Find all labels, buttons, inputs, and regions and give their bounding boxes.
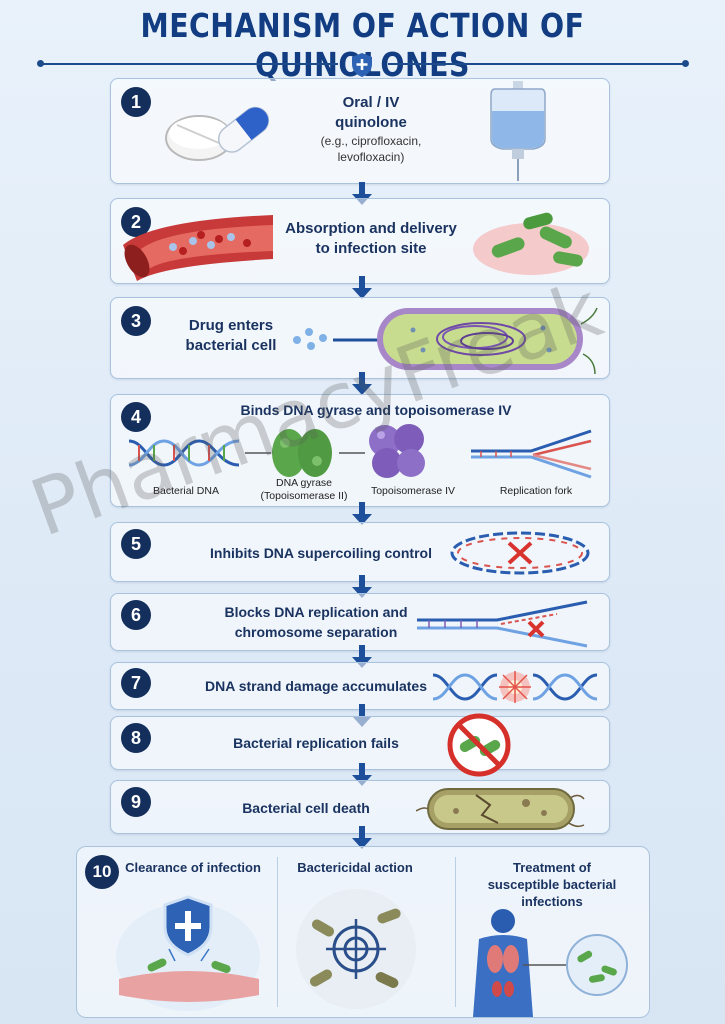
outcome-treatment-title: Treatment of susceptible bacterial infec… [477, 859, 627, 910]
outcome-treatment-line1: Treatment of [512, 860, 591, 875]
step-5-inhibits-supercoiling: 5 Inhibits DNA supercoiling control [110, 522, 610, 582]
step-4-title: Binds DNA gyrase and topoisomerase IV [240, 402, 512, 418]
step-10-outcomes: 10 Clearance of infection Bactericidal a… [76, 846, 650, 1018]
step-number: 5 [121, 529, 151, 559]
supercoiled-dna-icon [450, 531, 590, 575]
outcome-clearance-title: Clearance of infection [125, 860, 261, 875]
title-rule-dot-right [682, 60, 689, 67]
step-3-drug-enters: 3 Drug enters bacterial cell [110, 297, 610, 379]
connector-line [339, 452, 365, 454]
arrow-down-icon [352, 826, 372, 849]
blocked-replication-fork-icon [417, 600, 588, 648]
step-number: 7 [121, 668, 151, 698]
arrow-down-icon [352, 502, 372, 525]
arrow-down-icon [352, 575, 372, 598]
step-7-title: DNA strand damage accumulates [205, 678, 427, 694]
label-topoisomerase-iv: Topoisomerase IV [370, 485, 456, 497]
step-number: 9 [121, 787, 151, 817]
step-6-blocks-replication: 6 Blocks DNA replication and chromosome … [110, 593, 610, 651]
pills-icon [165, 106, 270, 161]
patient-body-icon [473, 909, 628, 1017]
step-number: 4 [121, 402, 151, 432]
step-2-title-line1: Absorption and delivery [285, 220, 457, 237]
label-dna-gyrase: DNA gyrase (Topoisomerase II) [251, 477, 357, 503]
step-1-title-line1: Oral / IV [342, 94, 400, 111]
column-divider [455, 857, 456, 1007]
step-2-absorption: 2 Absorption and delivery to infection s… [110, 198, 610, 284]
dna-gyrase-icon [272, 429, 332, 477]
step-1-example-line2: levofloxacin) [337, 150, 405, 164]
step-7-dna-damage: 7 DNA strand damage accumulates [110, 662, 610, 710]
step-6-title-line1: Blocks DNA replication and [224, 604, 408, 620]
step-8-title: Bacterial replication fails [233, 735, 399, 751]
bactericidal-target-icon [296, 889, 416, 1009]
step-1-example-line1: (e.g., ciprofloxacin, [320, 134, 422, 148]
step-3-title-line2: bacterial cell [185, 337, 277, 354]
title-rule-right [388, 63, 685, 65]
step-number: 1 [121, 87, 151, 117]
shield-icon [352, 53, 372, 77]
step-6-title-line2: chromosome separation [234, 624, 398, 640]
bacteria-infection-icon [473, 212, 589, 275]
step-2-title-line2: to infection site [315, 240, 427, 257]
dna-helix-icon [129, 439, 239, 467]
connector-line [245, 452, 271, 454]
step-5-title: Inhibits DNA supercoiling control [210, 545, 432, 561]
column-divider [277, 857, 278, 1007]
step-number: 8 [121, 723, 151, 753]
step-8-replication-fails: 8 Bacterial replication fails [110, 713, 610, 777]
step-3-title-line1: Drug enters [188, 317, 274, 334]
step-1-oral-iv-quinolone: 1 Oral / IV quinolone (e.g., ciprofloxac… [110, 78, 610, 184]
label-replication-fork: Replication fork [499, 485, 573, 497]
label-dna-gyrase-line2: (Topoisomerase II) [260, 490, 348, 502]
infection-clearance-icon [116, 895, 260, 1011]
step-number: 2 [121, 207, 151, 237]
step-9-title: Bacterial cell death [242, 800, 370, 816]
dead-bacterium-icon [416, 788, 585, 830]
topoisomerase-iv-icon [369, 424, 425, 478]
no-replication-icon [447, 713, 511, 777]
label-dna-gyrase-line1: DNA gyrase [275, 477, 333, 489]
bacterial-cell-icon [377, 307, 598, 375]
step-4-binds-enzymes: 4 Binds DNA gyrase and topoisomerase IV … [110, 394, 610, 507]
outcome-treatment-line3: infections [521, 894, 583, 909]
iv-bag-icon [490, 81, 546, 181]
title-rule-left [40, 63, 338, 65]
step-number: 6 [121, 600, 151, 630]
outcome-bactericidal-title: Bactericidal action [297, 860, 413, 875]
label-bacterial-dna: Bacterial DNA [153, 485, 219, 497]
blood-vessel-icon [123, 215, 273, 281]
step-1-title-line2: quinolone [335, 114, 407, 131]
outcome-treatment-line2: susceptible bacterial [487, 877, 617, 892]
arrow-down-icon [352, 372, 372, 395]
drug-molecules-icon [293, 328, 327, 350]
damaged-dna-icon [433, 671, 597, 703]
step-number: 3 [121, 306, 151, 336]
arrow-down-icon [352, 276, 372, 299]
replication-fork-icon [471, 429, 592, 479]
step-number: 10 [85, 855, 119, 889]
